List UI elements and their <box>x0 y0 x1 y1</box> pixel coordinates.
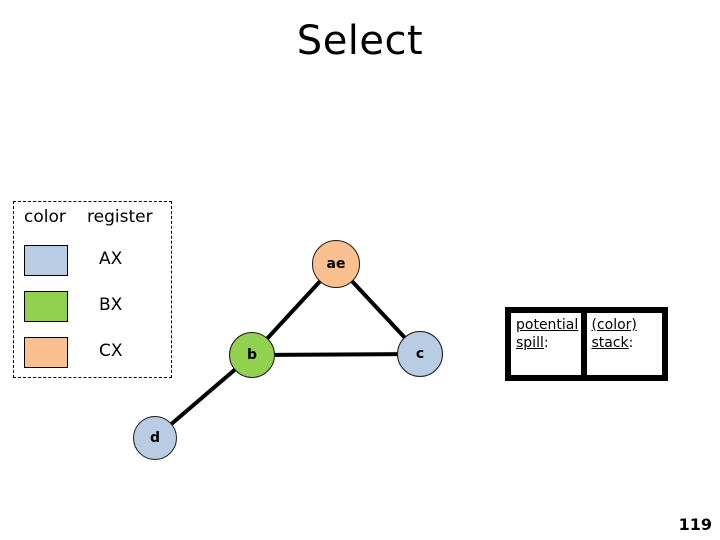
potential-spill-line1: potential <box>516 317 579 333</box>
potential-spill-line2-colon: : <box>543 335 549 351</box>
color-swatch-cx <box>24 337 68 368</box>
color-swatch-ax <box>24 245 68 276</box>
potential-spill-line2: spill: <box>516 334 577 352</box>
color-stack-line2-text: stack <box>591 335 629 351</box>
graph-node-label-c: c <box>415 346 425 362</box>
page-title: Select <box>296 18 424 64</box>
graph-node-label-ae: ae <box>326 256 346 272</box>
spill-stack-table: potential spill: (color) stack: <box>505 307 668 381</box>
graph-node-b[interactable]: b <box>229 332 275 378</box>
color-stack-line2-colon: : <box>628 335 634 351</box>
legend-register-label-bx: BX <box>99 295 123 315</box>
legend-header-color: color <box>24 207 66 227</box>
legend-row-cx: CX <box>14 333 173 379</box>
graph-edge-b-c <box>251 352 421 357</box>
color-stack-line2: stack: <box>592 334 659 352</box>
graph-node-ae[interactable]: ae <box>312 240 360 288</box>
graph-node-label-b: b <box>246 347 258 363</box>
graph-node-d[interactable]: d <box>133 416 177 460</box>
page-number: 119 <box>678 515 712 534</box>
color-stack-cell[interactable]: (color) stack: <box>587 313 663 375</box>
potential-spill-cell[interactable]: potential spill: <box>511 313 587 375</box>
legend-row-bx: BX <box>14 287 173 333</box>
color-swatch-bx <box>24 291 68 322</box>
legend-register-label-ax: AX <box>99 249 123 269</box>
legend-register-label-cx: CX <box>99 341 123 361</box>
graph-node-label-d: d <box>149 430 161 446</box>
color-register-legend: color register AX BX CX <box>13 201 172 378</box>
potential-spill-line2-text: spill <box>516 335 544 351</box>
color-stack-line1: (color) <box>591 317 637 333</box>
graph-node-c[interactable]: c <box>397 331 443 377</box>
legend-row-ax: AX <box>14 241 173 287</box>
legend-header-register: register <box>87 207 153 227</box>
